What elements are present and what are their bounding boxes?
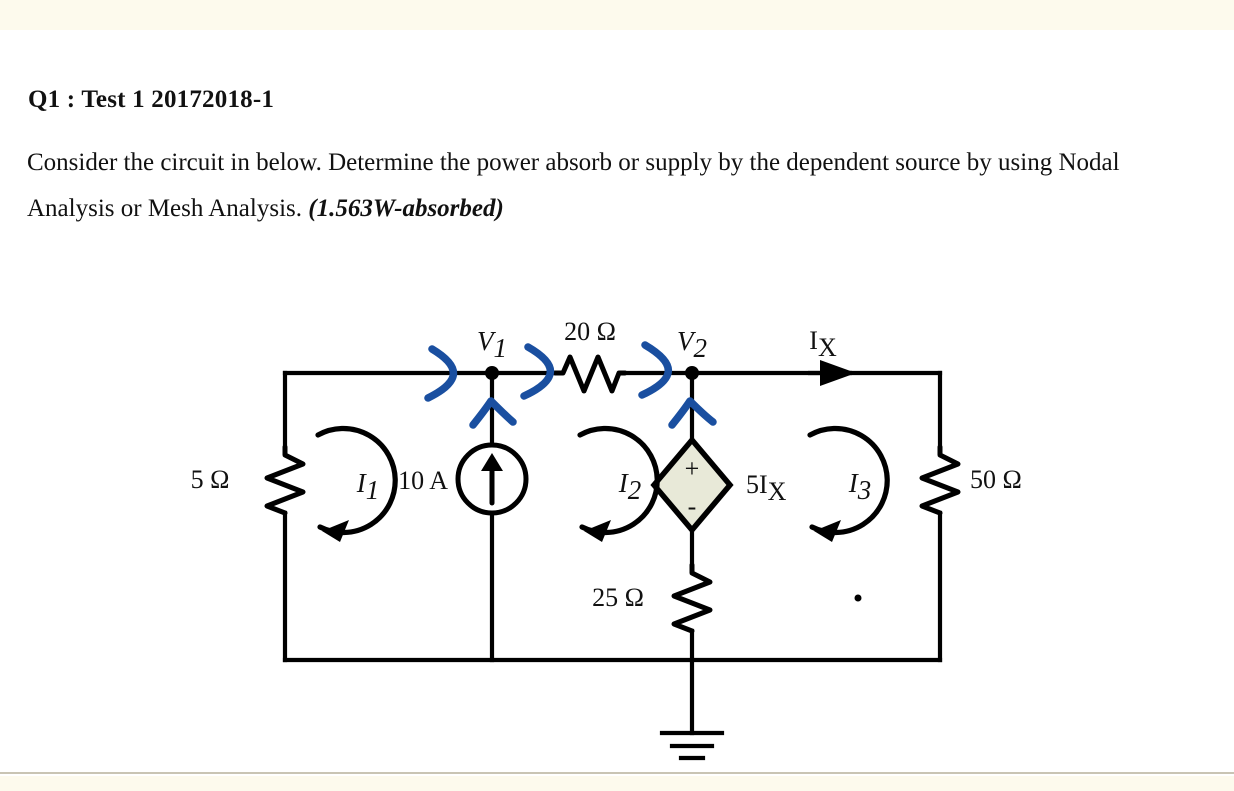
page-bottom-rule	[0, 772, 1234, 774]
mesh-current-2-label: I2	[618, 468, 642, 505]
question-line-2: using Nodal Analysis or Mesh Analysis.	[27, 149, 1120, 222]
mesh-current-2-main: I	[618, 468, 630, 498]
dependent-source-diamond	[650, 435, 734, 535]
mesh-loop-2-arc	[577, 425, 660, 536]
node-label-v1-main: V	[477, 326, 497, 356]
node-label-v2-main: V	[677, 326, 697, 356]
mesh-loop-1-arrowhead	[322, 520, 349, 542]
mesh-current-2-sub: 2	[628, 475, 642, 505]
blue-arrow-right-2	[520, 343, 555, 400]
mesh-current-1-sub: 1	[366, 475, 380, 505]
node-label-v1: V1	[477, 326, 507, 363]
current-source-arrow-head	[481, 453, 503, 471]
page-top-band	[0, 0, 1234, 30]
current-source-label: 10 A	[398, 466, 448, 495]
mesh-current-3-label: I3	[848, 468, 872, 505]
dependent-source-label-sub: X	[768, 477, 787, 506]
node-label-v1-sub: 1	[494, 333, 508, 363]
mesh-current-1-label: I1	[356, 468, 380, 505]
node-label-v2: V2	[677, 326, 707, 363]
ix-label-main: I	[809, 326, 818, 355]
document-content: Q1 : Test 1 20172018-1 Consider the circ…	[0, 30, 1234, 772]
ix-label-sub: X	[818, 333, 837, 362]
circuit-diagram: 5 Ω 20 Ω 25 Ω 50 Ω 10 A + -	[0, 265, 1234, 765]
answer-value: (1.563W-absorbed)	[308, 195, 504, 222]
page-title: Q1 : Test 1 20172018-1	[28, 86, 275, 113]
mesh-current-3-sub: 3	[857, 475, 872, 505]
resistor-50ohm-symbol	[919, 444, 961, 516]
resistor-20ohm-symbol	[552, 354, 628, 394]
question-body: Consider the circuit in below. Determine…	[27, 140, 1207, 232]
ix-label: IX	[809, 326, 837, 362]
stray-ink-dot	[854, 594, 862, 602]
node-dot-v1	[485, 366, 499, 380]
circuit-svg: 5 Ω 20 Ω 25 Ω 50 Ω 10 A + -	[191, 317, 1022, 761]
dependent-source-label-main: 5I	[746, 470, 768, 499]
dependent-source-minus: -	[688, 492, 697, 521]
resistor-50ohm-label: 50 Ω	[970, 465, 1022, 494]
blue-arrow-up-1	[469, 397, 517, 429]
mesh-loop-3-arc	[807, 425, 890, 536]
resistor-25ohm-label: 25 Ω	[592, 583, 644, 612]
node-label-v2-sub: 2	[694, 333, 708, 363]
ix-arrow-head	[820, 360, 856, 386]
blue-arrow-right-1	[424, 345, 458, 402]
mesh-current-1-main: I	[356, 468, 368, 498]
mesh-current-3-main: I	[848, 468, 860, 498]
node-dot-v2	[685, 366, 699, 380]
resistor-25ohm-symbol	[671, 562, 713, 634]
dependent-source-label: 5IX	[746, 470, 787, 506]
question-line-1: Consider the circuit in below. Determine…	[27, 149, 992, 176]
mesh-loop-3-arrowhead	[814, 520, 841, 542]
dependent-source-plus: +	[685, 454, 700, 483]
blue-arrow-up-2	[668, 397, 717, 429]
resistor-20ohm-label: 20 Ω	[564, 317, 616, 346]
mesh-loop-2-arrowhead	[584, 520, 611, 542]
mesh-loop-1-arc	[315, 425, 398, 536]
page-bottom-band	[0, 776, 1234, 791]
blue-arrow-right-3	[638, 341, 673, 399]
resistor-5ohm-label: 5 Ω	[191, 465, 230, 494]
resistor-5ohm-symbol	[264, 444, 306, 516]
